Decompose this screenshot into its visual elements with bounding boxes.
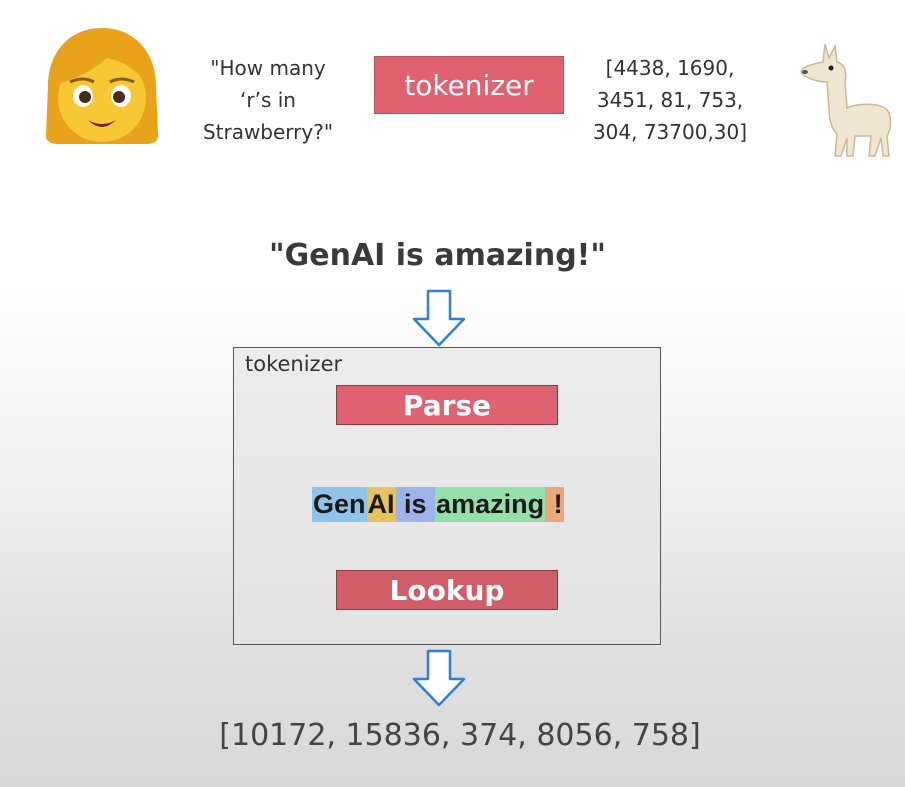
token-chip: ! [545, 487, 564, 522]
woman-icon [46, 28, 158, 144]
input-sentence: "GenAI is amazing!" [268, 238, 606, 273]
token-chip: Gen [312, 487, 367, 522]
parse-stage: Parse [336, 385, 558, 425]
question-text: "How many ‘r’s in Strawberry?" [202, 56, 334, 144]
lookup-stage: Lookup [336, 570, 558, 610]
tokenizer-container-label: tokenizer [245, 352, 343, 376]
token-chip: is [395, 487, 436, 522]
token-chips: Gen AI is amazing ! [312, 487, 564, 522]
token-chip: AI [366, 487, 396, 522]
tokenizer-box-top: tokenizer [374, 56, 564, 114]
token-chip: amazing [435, 487, 546, 522]
output-token-ids: [10172, 15836, 374, 8056, 758] [219, 718, 701, 753]
llama-icon [800, 43, 892, 157]
token-ids-top: [4438, 1690, 3451, 81, 753, 304, 73700,3… [592, 56, 748, 144]
down-arrow-icon [412, 649, 466, 707]
down-arrow-icon [412, 289, 466, 347]
